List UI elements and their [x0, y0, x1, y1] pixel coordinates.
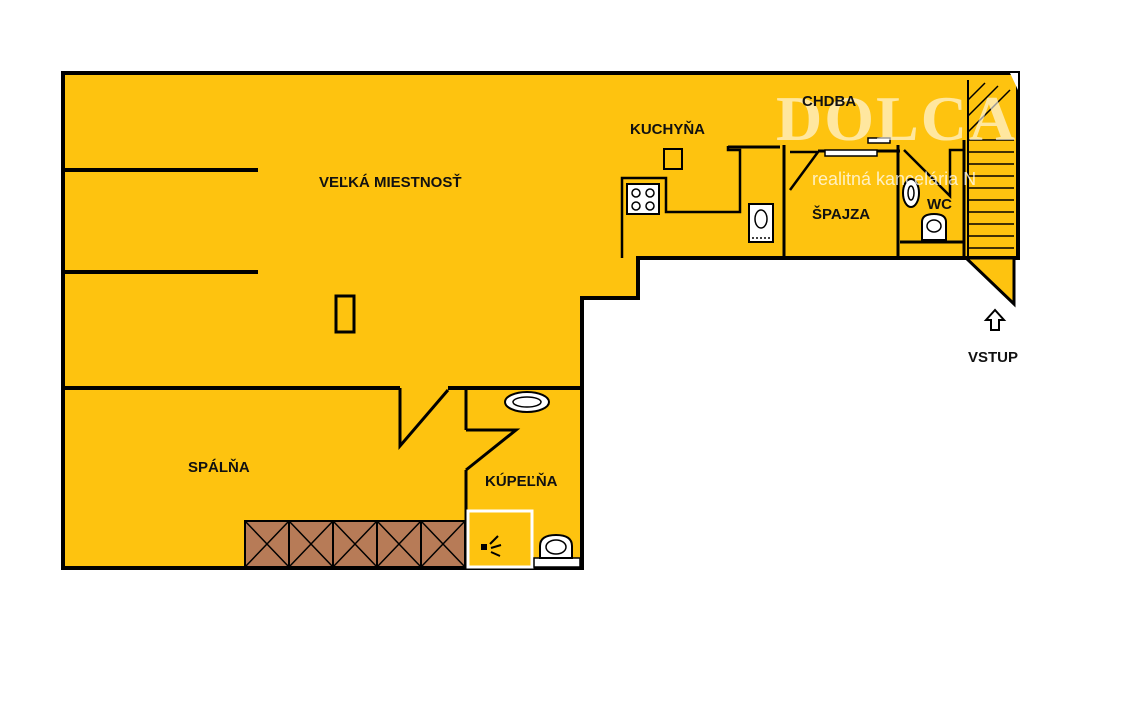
- outer-corner: [1010, 73, 1018, 90]
- sink-basin: [512, 396, 542, 408]
- column: [334, 294, 356, 334]
- room-label-kuchyna: KUCHYŇA: [630, 120, 705, 138]
- shower-spray: [490, 551, 501, 557]
- stove-burner: [645, 201, 655, 211]
- stove-burner: [645, 188, 655, 198]
- bedroom-door: [398, 388, 450, 451]
- toilet-seat: [545, 539, 567, 555]
- entry-wedge: [962, 256, 1016, 308]
- entrance-label: VSTUP: [968, 349, 1018, 366]
- room-label-spajza: ŠPAJZA: [812, 205, 870, 223]
- kitchen-counter: [620, 146, 742, 258]
- stove-burner: [631, 201, 641, 211]
- floor-area: [61, 71, 1020, 570]
- pantry-shelf-top: [867, 137, 891, 144]
- room-label-kupelna: KÚPEĽŇA: [485, 472, 558, 490]
- room-label-velka-miestnost: VEĽKÁ MIESTNOSŤ: [319, 173, 462, 191]
- toilet-tank: [533, 557, 581, 568]
- pantry-shelf: [824, 149, 878, 157]
- stove: [626, 183, 660, 215]
- shower-head: [481, 544, 487, 550]
- corridor-sink-basin: [754, 209, 768, 229]
- room-label-wc: WC: [927, 196, 952, 213]
- shower-spray: [489, 535, 499, 545]
- wc-door: [903, 148, 964, 200]
- bathroom-door: [465, 428, 521, 472]
- watermark-brand: DOLCA: [776, 83, 1017, 154]
- room-label-spalna: SPÁLŇA: [188, 458, 250, 476]
- wardrobe: [244, 520, 466, 568]
- stove-burner: [631, 188, 641, 198]
- kitchen-fixture: [663, 148, 683, 170]
- arrow-up-icon: [983, 308, 1007, 331]
- wc-toilet-seat: [926, 219, 942, 233]
- shower: [466, 509, 534, 569]
- shower-spray: [490, 544, 502, 549]
- room-label-chodba: CHDBA: [802, 93, 856, 110]
- staircase: [967, 80, 1014, 258]
- watermark-tagline: realitná kancelária N: [812, 169, 976, 189]
- wc-sink-basin: [907, 185, 915, 201]
